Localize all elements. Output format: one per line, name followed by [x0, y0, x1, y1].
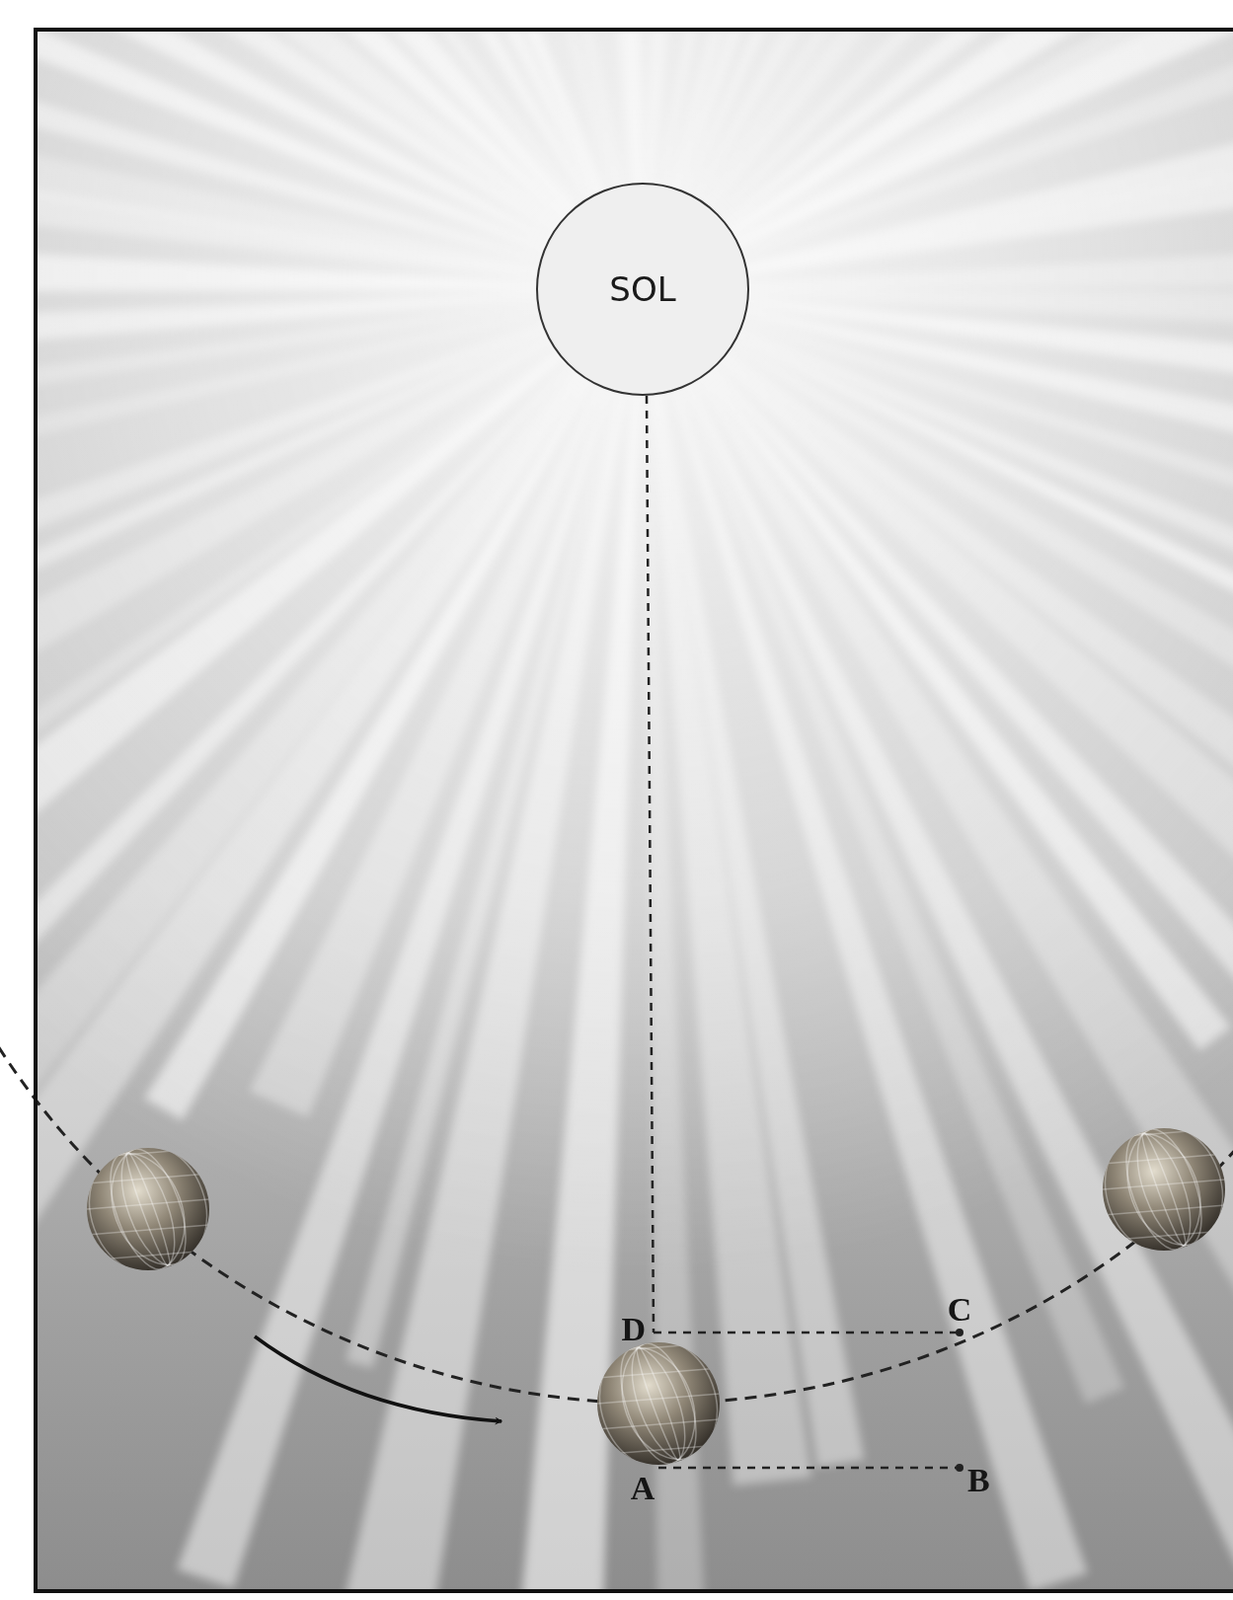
globe-body: [86, 1148, 210, 1271]
point-dot: [955, 1328, 964, 1337]
globe-meridian: [1124, 1121, 1215, 1254]
globe-meridian: [108, 1141, 199, 1274]
sun-circle: SOL: [536, 182, 750, 396]
point-letter: D: [620, 1312, 646, 1347]
motion-arrow: [254, 1336, 502, 1422]
globe-meridian: [97, 1145, 188, 1278]
globe-body: [597, 1342, 720, 1465]
globe-parallel: [86, 1250, 210, 1261]
globe-parallel: [597, 1368, 720, 1379]
frame: [35, 29, 1233, 1592]
globe-parallel: [86, 1225, 210, 1235]
globe-meridian: [618, 1335, 709, 1468]
sun-label: SOL: [609, 269, 676, 309]
globe-parallel: [597, 1419, 720, 1430]
earth-globe: [1088, 1112, 1233, 1267]
earth-globe: [583, 1326, 733, 1481]
globe-parallel: [1102, 1205, 1226, 1216]
radius-line: [646, 395, 654, 1333]
tangent-line: [658, 1466, 960, 1470]
globe-meridian: [1111, 1112, 1233, 1259]
globe-meridian: [608, 1339, 698, 1472]
point-letter: B: [967, 1464, 991, 1498]
globe-meridian: [606, 1326, 734, 1473]
globe-parallel: [1102, 1231, 1226, 1241]
earth-globe: [73, 1132, 223, 1287]
background: [35, 29, 1233, 1592]
globe-parallel: [1102, 1154, 1226, 1164]
point-letter: A: [630, 1471, 656, 1506]
globe-meridian: [583, 1334, 711, 1481]
point-dot: [955, 1464, 964, 1472]
globe-body: [1102, 1128, 1226, 1251]
globe-meridian: [95, 1132, 224, 1279]
globe-parallel: [86, 1199, 210, 1210]
globe-parallel: [86, 1173, 210, 1184]
globe-meridian: [73, 1140, 201, 1287]
globe-parallel: [1102, 1179, 1226, 1190]
point-letter: C: [947, 1293, 973, 1327]
globe-meridian: [1113, 1125, 1204, 1258]
earth-globes: [73, 1112, 1233, 1481]
orbit-path: [0, 831, 1233, 1404]
sun-glow: [35, 29, 1233, 1592]
globe-parallel: [597, 1393, 720, 1404]
globe-parallel: [597, 1445, 720, 1456]
fall-line: [653, 1331, 960, 1335]
globe-meridian: [1088, 1120, 1217, 1267]
